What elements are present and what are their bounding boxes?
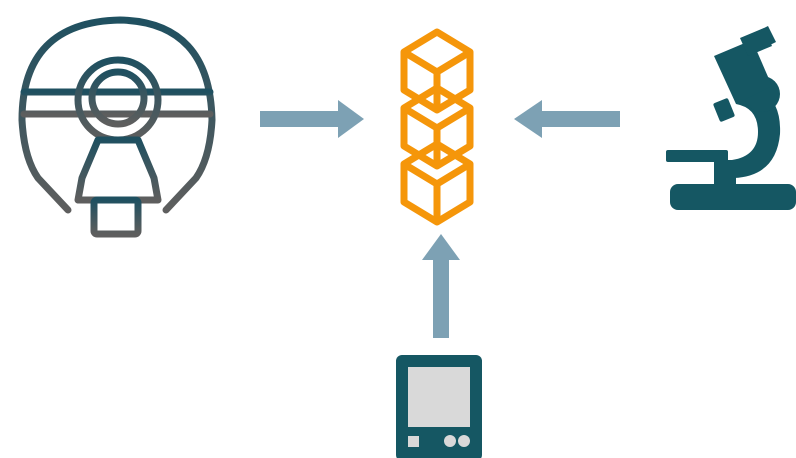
microscope-icon — [666, 26, 796, 210]
handheld-device-icon — [396, 355, 482, 458]
mri-scanner-icon — [18, 16, 216, 238]
arrow-device-to-cubes — [422, 234, 460, 338]
arrow-scanner-to-cubes — [260, 100, 364, 138]
stacked-cubes-icon — [400, 28, 474, 226]
arrow-microscope-to-cubes — [514, 100, 620, 138]
